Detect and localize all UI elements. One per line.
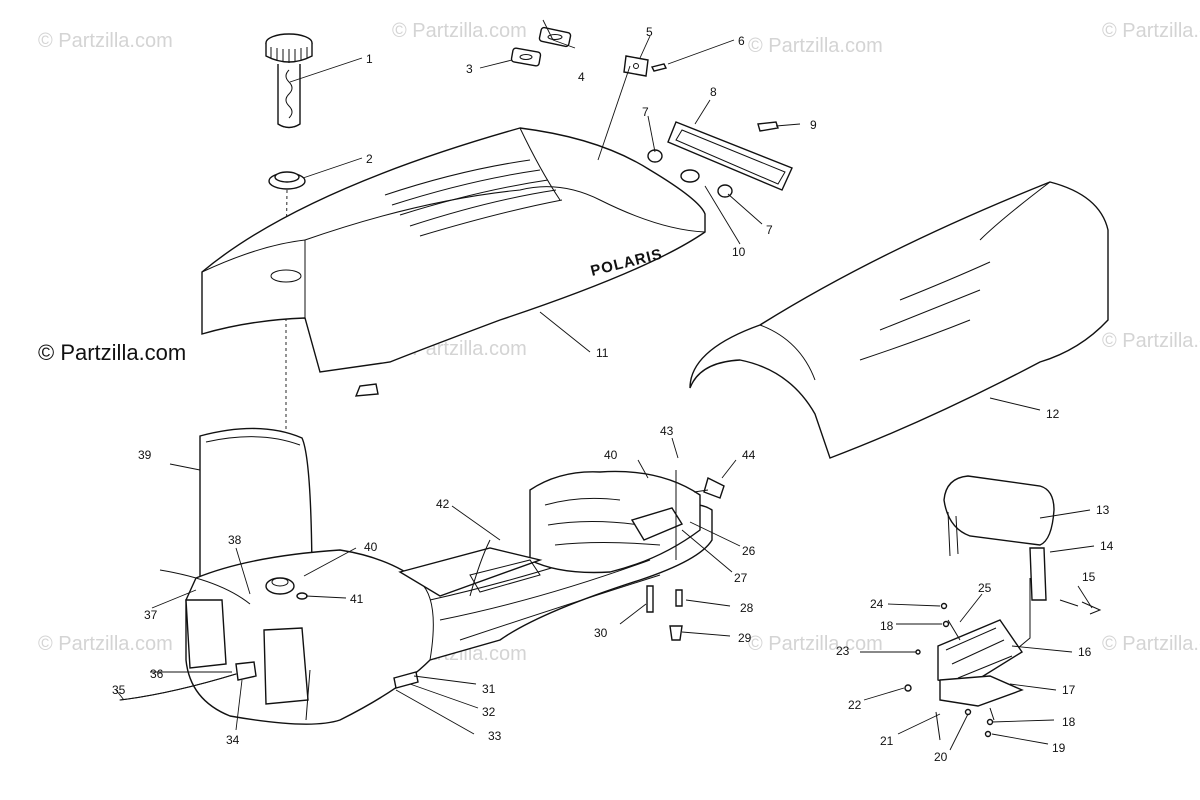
callout-29: 29: [738, 631, 752, 645]
callout-34: 34: [226, 733, 240, 747]
callout-13: 13: [1096, 503, 1110, 517]
fuel-tank-chassis-part: [119, 470, 725, 725]
callout-33: 33: [488, 729, 502, 743]
bracket-parts: [510, 26, 668, 77]
watermark: © Partzilla.com: [1102, 330, 1200, 352]
callout-5: 5: [646, 25, 653, 39]
callout-36: 36: [150, 667, 164, 681]
callout-10: 10: [732, 245, 746, 259]
watermark: © Partzilla.com: [38, 30, 173, 52]
grommet-part: [268, 171, 306, 190]
callout-17: 17: [1062, 683, 1076, 697]
callout-19: 19: [1052, 741, 1066, 755]
callout-30: 30: [594, 626, 608, 640]
callout-6: 6: [738, 34, 745, 48]
callout-21: 21: [880, 734, 894, 748]
callout-23: 23: [836, 644, 850, 658]
callout-40: 40: [364, 540, 378, 554]
hood-cover-part: POLARIS: [201, 127, 706, 397]
callout-12: 12: [1046, 407, 1060, 421]
callout-41: 41: [350, 592, 364, 606]
callout-2: 2: [366, 152, 373, 166]
seat-part: [689, 181, 1109, 459]
callout-40b: 40: [604, 448, 618, 462]
taillight-parts: [647, 121, 793, 198]
callout-8: 8: [710, 85, 717, 99]
callout-16: 16: [1078, 645, 1092, 659]
fuel-cap-part: [265, 33, 313, 129]
callout-42: 42: [436, 497, 450, 511]
callout-3: 3: [466, 62, 473, 76]
callout-44: 44: [742, 448, 756, 462]
watermark: © Partzilla.com: [1102, 633, 1200, 655]
callout-7: 7: [642, 105, 649, 119]
callout-22: 22: [848, 698, 862, 712]
watermark: © Partzilla.com: [748, 633, 883, 655]
callout-4: 4: [578, 70, 585, 84]
callout-27: 27: [734, 571, 748, 585]
watermark: © Partzilla.com: [1102, 20, 1200, 42]
callout-31: 31: [482, 682, 496, 696]
callout-15: 15: [1082, 570, 1096, 584]
callout-numbers: 1 2 3 4 5 6 7 8 9 10 7 11 12 13 14 15 16…: [112, 25, 1114, 764]
callout-1: 1: [366, 52, 373, 66]
callout-39: 39: [138, 448, 152, 462]
watermark: © Partzilla.com: [392, 20, 527, 42]
callout-25: 25: [978, 581, 992, 595]
backrest-part: [904, 475, 1102, 741]
callout-9: 9: [810, 118, 817, 132]
callout-24: 24: [870, 597, 884, 611]
callout-7b: 7: [766, 223, 773, 237]
callout-18: 18: [1062, 715, 1076, 729]
watermark: © Partzilla.com: [748, 35, 883, 57]
callout-20: 20: [934, 750, 948, 764]
callout-43: 43: [660, 424, 674, 438]
callout-32: 32: [482, 705, 496, 719]
leader-lines: [115, 19, 1095, 751]
callout-38: 38: [228, 533, 242, 547]
callout-14: 14: [1100, 539, 1114, 553]
watermark: © Partzilla.com: [38, 633, 173, 655]
callout-11: 11: [596, 346, 609, 360]
callout-28: 28: [740, 601, 754, 615]
watermark-main: © Partzilla.com: [38, 340, 187, 365]
callout-37: 37: [144, 608, 158, 622]
callout-35: 35: [112, 683, 126, 697]
callout-18b: 18: [880, 619, 894, 633]
callout-26: 26: [742, 544, 756, 558]
